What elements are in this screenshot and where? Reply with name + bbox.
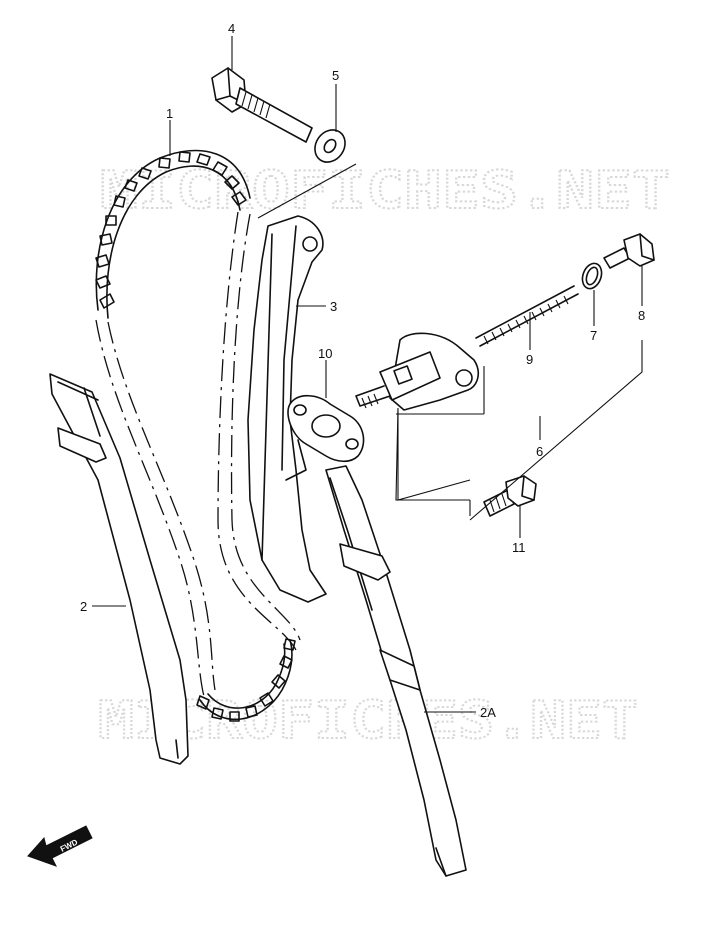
tensioner-gasket <box>287 394 365 463</box>
watermark-top: MICROFICHES.NET <box>100 161 670 221</box>
o-ring <box>581 262 603 290</box>
chain-guide-front <box>247 215 327 603</box>
fwd-arrow-icon: FWD <box>27 825 93 867</box>
callout-9: 9 <box>526 352 533 367</box>
cam-chain <box>95 149 301 722</box>
chain-guide-tensioner <box>325 465 467 877</box>
washer <box>314 129 346 163</box>
callout-8: 8 <box>638 308 645 323</box>
tensioner-assembly <box>355 332 485 516</box>
callout-11: 11 <box>512 540 526 555</box>
tensioner-spring <box>475 285 579 347</box>
tensioner-bolt <box>483 475 537 517</box>
callout-3: 3 <box>330 299 337 314</box>
washer-leader <box>257 163 357 219</box>
cap-bolt <box>603 233 655 269</box>
assembly-bracket <box>397 410 471 501</box>
callout-2a: 2A <box>480 705 496 720</box>
assembly-bracket-right <box>469 340 643 521</box>
leader-lines <box>92 36 643 713</box>
callout-10: 10 <box>318 346 332 361</box>
callout-6: 6 <box>536 444 543 459</box>
guide-bolt <box>211 67 313 143</box>
callout-4: 4 <box>228 21 235 36</box>
callout-7: 7 <box>590 328 597 343</box>
callout-2: 2 <box>80 599 87 614</box>
callout-1: 1 <box>166 106 173 121</box>
chain-guide-rear <box>49 373 189 765</box>
callout-5: 5 <box>332 68 339 83</box>
